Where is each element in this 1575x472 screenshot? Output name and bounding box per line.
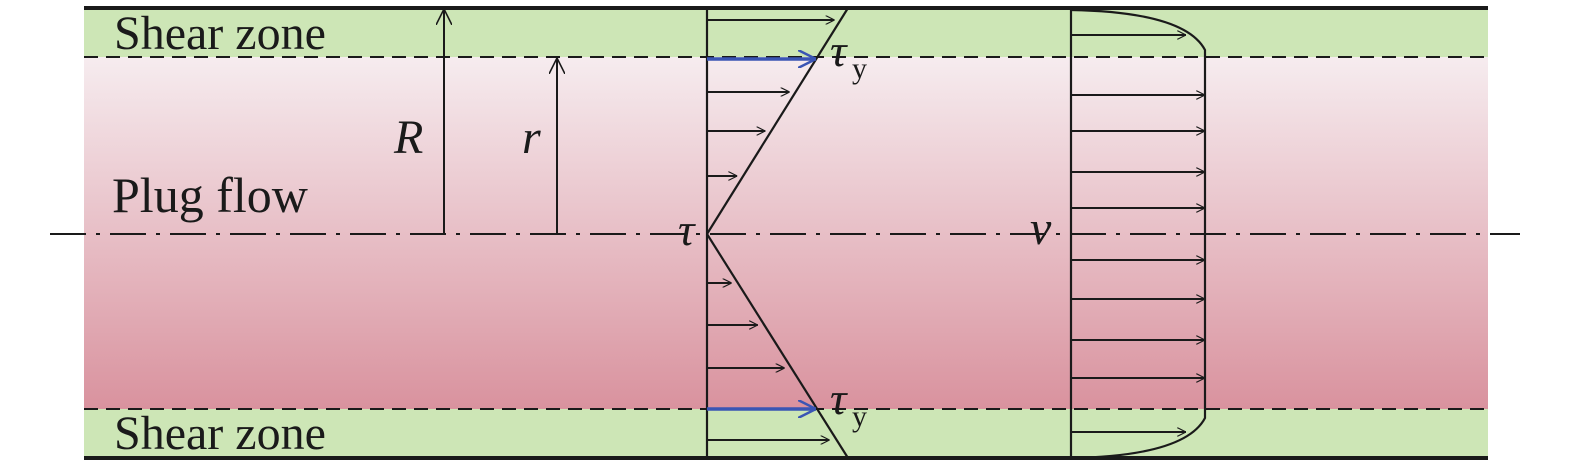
velocity-curve [1070, 8, 1207, 460]
shear-stress-profile [705, 7, 849, 459]
plug-flow-label: Plug flow [112, 167, 308, 223]
outer-radius-label: R [393, 111, 423, 164]
radius-label: r [522, 111, 541, 164]
stress-line-bottom [706, 233, 849, 459]
shear-zone-bottom [84, 409, 1488, 458]
yield-stress-subscript-bottom: y [852, 400, 867, 433]
yield-stress-label-top: τ [830, 25, 848, 76]
shear-stress-label: τ [678, 204, 696, 255]
shear-zone-top-label: Shear zone [114, 7, 326, 60]
shear-zone-bottom-label: Shear zone [114, 407, 326, 460]
yield-stress-subscript-top: y [852, 52, 867, 85]
shear-zone-top [84, 8, 1488, 57]
velocity-profile [1069, 8, 1207, 460]
yield-stress-label-bottom: τ [830, 373, 848, 424]
stress-line-top [706, 7, 849, 235]
velocity-label: v [1030, 202, 1052, 255]
